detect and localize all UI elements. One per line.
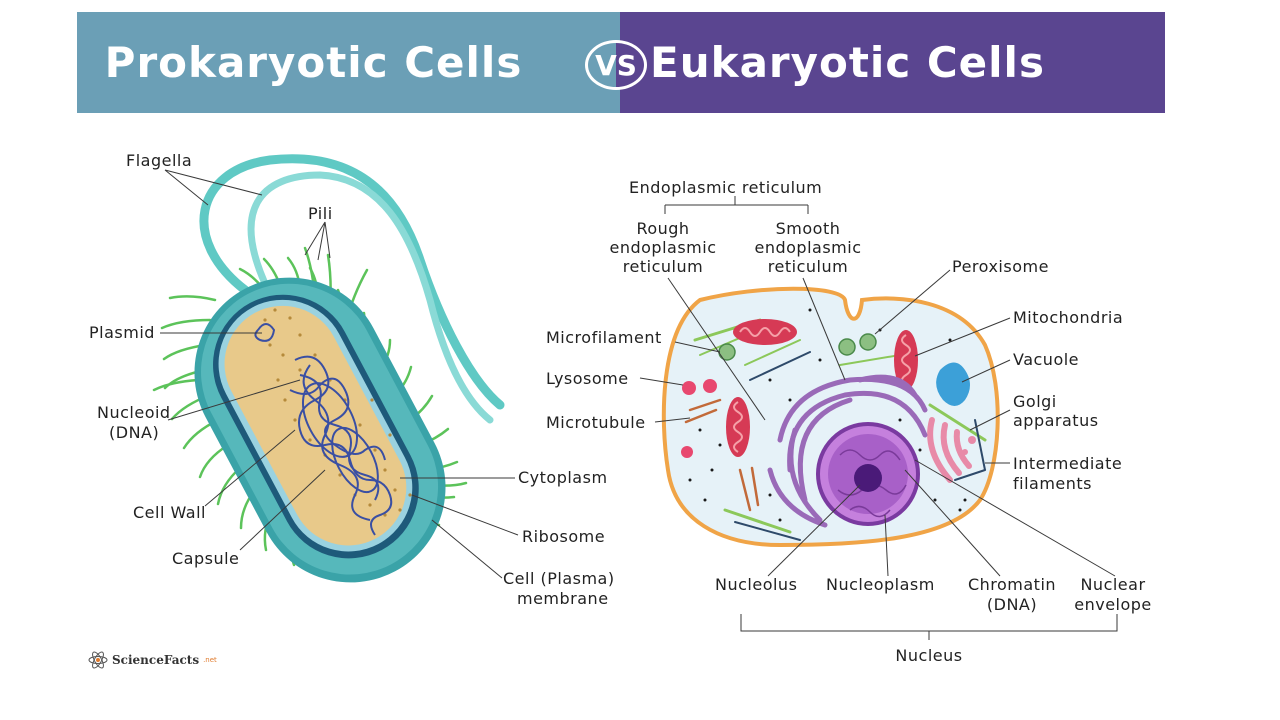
label-golgi-apparatus: apparatus: [1013, 411, 1099, 430]
prokaryote-cytoplasm: [224, 305, 407, 546]
label-pili: Pili: [308, 204, 333, 223]
eukaryote-ribosomes: [688, 308, 967, 522]
label-mitochondria: Mitochondria: [1013, 308, 1123, 327]
label-smooth-er-line3: reticulum: [768, 257, 848, 276]
label-smooth-er-line2: endoplasmic: [755, 238, 862, 257]
prokaryote-cell: [152, 154, 505, 583]
eukaryotic-title: Eukaryotic Cells: [650, 38, 1045, 87]
label-rough-er-line3: reticulum: [623, 257, 703, 276]
vs-badge: VS: [585, 40, 647, 90]
logo-tld: .net: [203, 656, 217, 664]
label-flagella: Flagella: [126, 151, 192, 170]
golgi-illustration: [927, 417, 976, 483]
label-smooth-er: Smooth: [776, 219, 841, 238]
label-cytoplasm: Cytoplasm: [518, 468, 608, 487]
label-cell-membrane: Cell (Plasma): [503, 569, 615, 588]
banner-left-panel: Prokaryotic Cells: [77, 12, 620, 113]
nucleolus-illustration: [854, 464, 882, 492]
eukaryote-cell: [661, 286, 1000, 548]
label-plasmid: Plasmid: [89, 323, 155, 342]
flagella-illustration: [199, 154, 505, 424]
atom-icon: [88, 651, 108, 669]
label-nucleus: Nucleus: [895, 646, 962, 665]
prokaryote-leaders: [160, 169, 519, 579]
label-vacuole: Vacuole: [1013, 350, 1079, 369]
label-nucleoplasm: Nucleoplasm: [826, 575, 935, 594]
rough-er-illustration: [767, 374, 928, 528]
logo-name: ScienceFacts: [112, 653, 200, 667]
label-microtubule: Microtubule: [546, 413, 646, 432]
label-nucleolus: Nucleolus: [715, 575, 797, 594]
label-cell-wall: Cell Wall: [133, 503, 206, 522]
banner-right-panel: Eukaryotic Cells: [620, 12, 1165, 113]
label-ribosome: Ribosome: [522, 527, 605, 546]
label-endoplasmic-reticulum: Endoplasmic reticulum: [629, 178, 822, 197]
prokaryotic-title: Prokaryotic Cells: [104, 38, 523, 87]
label-chromatin-dna: (DNA): [987, 595, 1037, 614]
label-rough-er-line2: endoplasmic: [610, 238, 717, 257]
sciencefacts-logo: ScienceFacts.net: [88, 650, 217, 670]
label-peroxisome: Peroxisome: [952, 257, 1049, 276]
label-microfilament: Microfilament: [546, 328, 662, 347]
label-intermediate: Intermediate: [1013, 454, 1122, 473]
nucleoid-illustration: [289, 355, 393, 536]
lysosome-illustration: [681, 379, 717, 458]
mitochondria-illustration: [726, 319, 918, 457]
label-nucleoid-dna: (DNA): [109, 423, 159, 442]
label-rough-er: Rough: [636, 219, 689, 238]
label-filaments: filaments: [1013, 474, 1092, 493]
label-capsule: Capsule: [172, 549, 239, 568]
peroxisome-illustration: [718, 333, 877, 361]
label-lysosome: Lysosome: [546, 369, 629, 388]
label-nuclear: Nuclear: [1080, 575, 1145, 594]
label-chromatin: Chromatin: [968, 575, 1056, 594]
vacuole-illustration: [936, 362, 970, 406]
label-nucleoid: Nucleoid: [97, 403, 171, 422]
label-golgi: Golgi: [1013, 392, 1057, 411]
label-envelope: envelope: [1074, 595, 1152, 614]
title-banner: Prokaryotic Cells Eukaryotic Cells: [77, 12, 1165, 113]
plasmid-illustration: [254, 323, 276, 342]
label-membrane: membrane: [517, 589, 609, 608]
eukaryote-leaders: [639, 196, 1118, 640]
